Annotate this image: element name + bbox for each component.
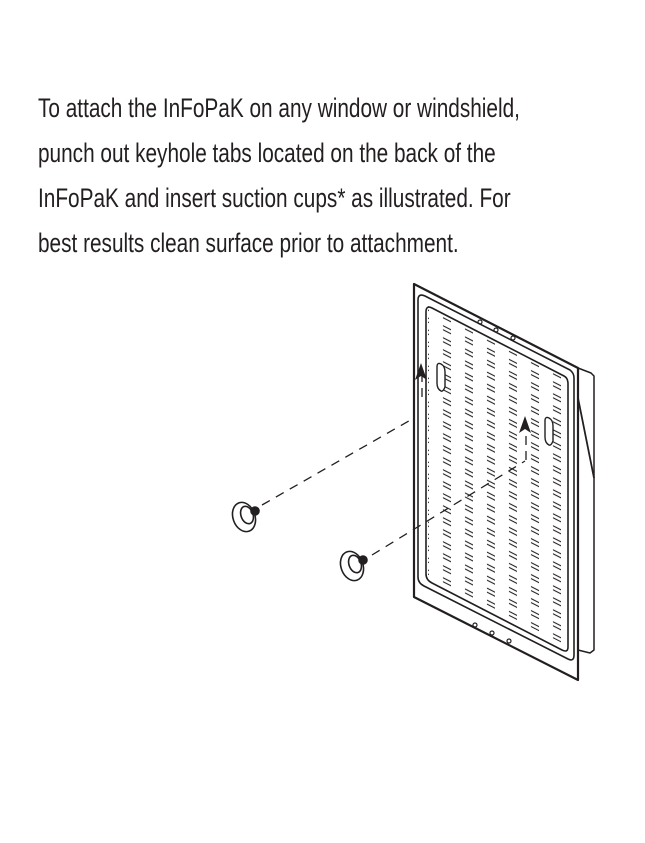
- suction-cup-icon: [339, 550, 368, 582]
- instruction-line-2: punch out keyhole tabs located on the ba…: [38, 138, 496, 168]
- keyhole-tab-left: [436, 362, 446, 392]
- panel-back-box: [577, 367, 595, 654]
- instruction-line-3: InFoPaK and insert suction cups* as illu…: [38, 183, 511, 213]
- arrow-up-icon: [415, 363, 427, 380]
- keyhole-tab-right: [544, 416, 554, 446]
- suction-cup-icon: [231, 501, 260, 533]
- instruction-line-4: best results clean surface prior to atta…: [38, 228, 459, 258]
- instruction-line-1: To attach the InFoPaK on any window or w…: [38, 93, 520, 123]
- arrow-up-icon: [519, 416, 531, 433]
- panel-middle-frame: [417, 294, 575, 661]
- guide-line-2: [371, 460, 526, 556]
- guide-line-1: [261, 417, 415, 506]
- instruction-text: To attach the InFoPaK on any window or w…: [38, 88, 645, 268]
